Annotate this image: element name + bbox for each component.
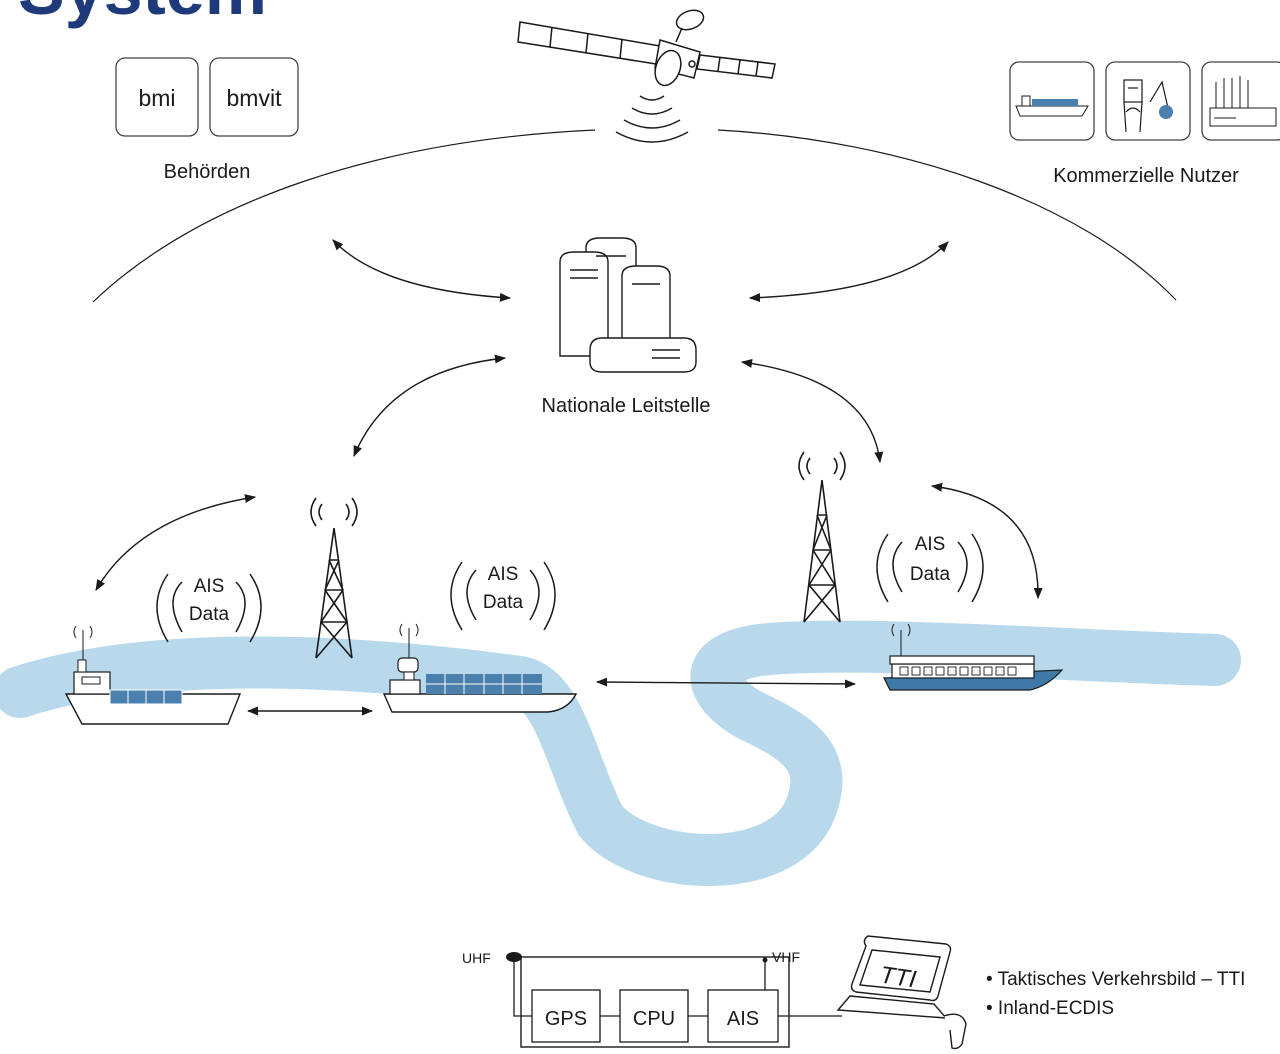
authorities-label: Behörden bbox=[164, 161, 251, 183]
authority-logos: bmi bmvit bbox=[115, 57, 299, 137]
left-radio-tower-icon bbox=[310, 497, 358, 659]
arrow-left-tower-ship bbox=[95, 494, 257, 591]
bmvit-logo-box bbox=[209, 57, 299, 137]
onboard-equipment: UHF VHF GPS CPU AIS bbox=[462, 949, 842, 1048]
ais-bubble-1: AIS Data bbox=[156, 573, 262, 643]
ais-bubble-2-line2: Data bbox=[483, 592, 524, 613]
data-flow-arrows bbox=[95, 239, 1043, 716]
factory-icon bbox=[1201, 61, 1280, 141]
commercial-label: Kommerzielle Nutzer bbox=[1053, 165, 1239, 187]
cpu-module bbox=[619, 989, 689, 1043]
ship-3-icon bbox=[883, 623, 1064, 691]
right-radio-tower-icon bbox=[798, 451, 846, 623]
ais-label: AIS bbox=[727, 1008, 759, 1030]
control-center-label: Nationale Leitstelle bbox=[542, 395, 711, 417]
laptop-screen-label: TTI bbox=[878, 962, 918, 994]
output-ecdis: • Inland-ECDIS bbox=[986, 998, 1114, 1019]
ais-bubble-1-line1: AIS bbox=[194, 576, 225, 597]
authority-arc bbox=[92, 129, 596, 303]
ais-bubble-1-line2: Data bbox=[189, 604, 230, 625]
header-title-fragment: System bbox=[18, 0, 267, 29]
ais-bubble-3-line1: AIS bbox=[915, 534, 946, 555]
satellite-signal-icon bbox=[615, 95, 689, 143]
vhf-antenna-icon bbox=[762, 957, 768, 963]
arrow-center-right-tower bbox=[740, 358, 884, 464]
uhf-label: UHF bbox=[462, 950, 491, 966]
river bbox=[0, 620, 1241, 886]
commercial-arc bbox=[717, 129, 1177, 301]
arrow-center-left-tower bbox=[353, 354, 507, 458]
ais-bubble-3: AIS Data bbox=[876, 533, 984, 603]
gps-label: GPS bbox=[545, 1008, 587, 1030]
ais-bubble-2: AIS Data bbox=[450, 561, 556, 631]
vhf-label: VHF bbox=[772, 949, 800, 965]
server-icon bbox=[559, 237, 697, 373]
arrow-right-tower-ship bbox=[930, 482, 1043, 600]
ship-2-icon bbox=[382, 623, 578, 713]
output-tti: • Taktisches Verkehrsbild – TTI bbox=[986, 969, 1245, 990]
ais-module bbox=[707, 989, 779, 1043]
laptop-icon bbox=[836, 935, 967, 1050]
ais-bubble-3-line2: Data bbox=[910, 564, 951, 585]
arrow-commercial-center bbox=[748, 241, 949, 303]
bmi-logo-text: bmi bbox=[138, 85, 175, 111]
ship-1-icon bbox=[64, 625, 242, 725]
cpu-label: CPU bbox=[633, 1008, 675, 1030]
port-crane-icon bbox=[1105, 61, 1191, 141]
satellite-icon bbox=[517, 9, 776, 87]
uhf-antenna-icon bbox=[506, 952, 522, 962]
ais-bubble-2-line1: AIS bbox=[488, 564, 519, 585]
bmi-logo-box bbox=[115, 57, 199, 137]
arrow-authorities-center bbox=[332, 239, 512, 302]
bmvit-logo-text: bmvit bbox=[227, 85, 283, 111]
commercial-icons bbox=[1009, 61, 1280, 141]
arrow-ship2-ship3 bbox=[595, 677, 857, 689]
